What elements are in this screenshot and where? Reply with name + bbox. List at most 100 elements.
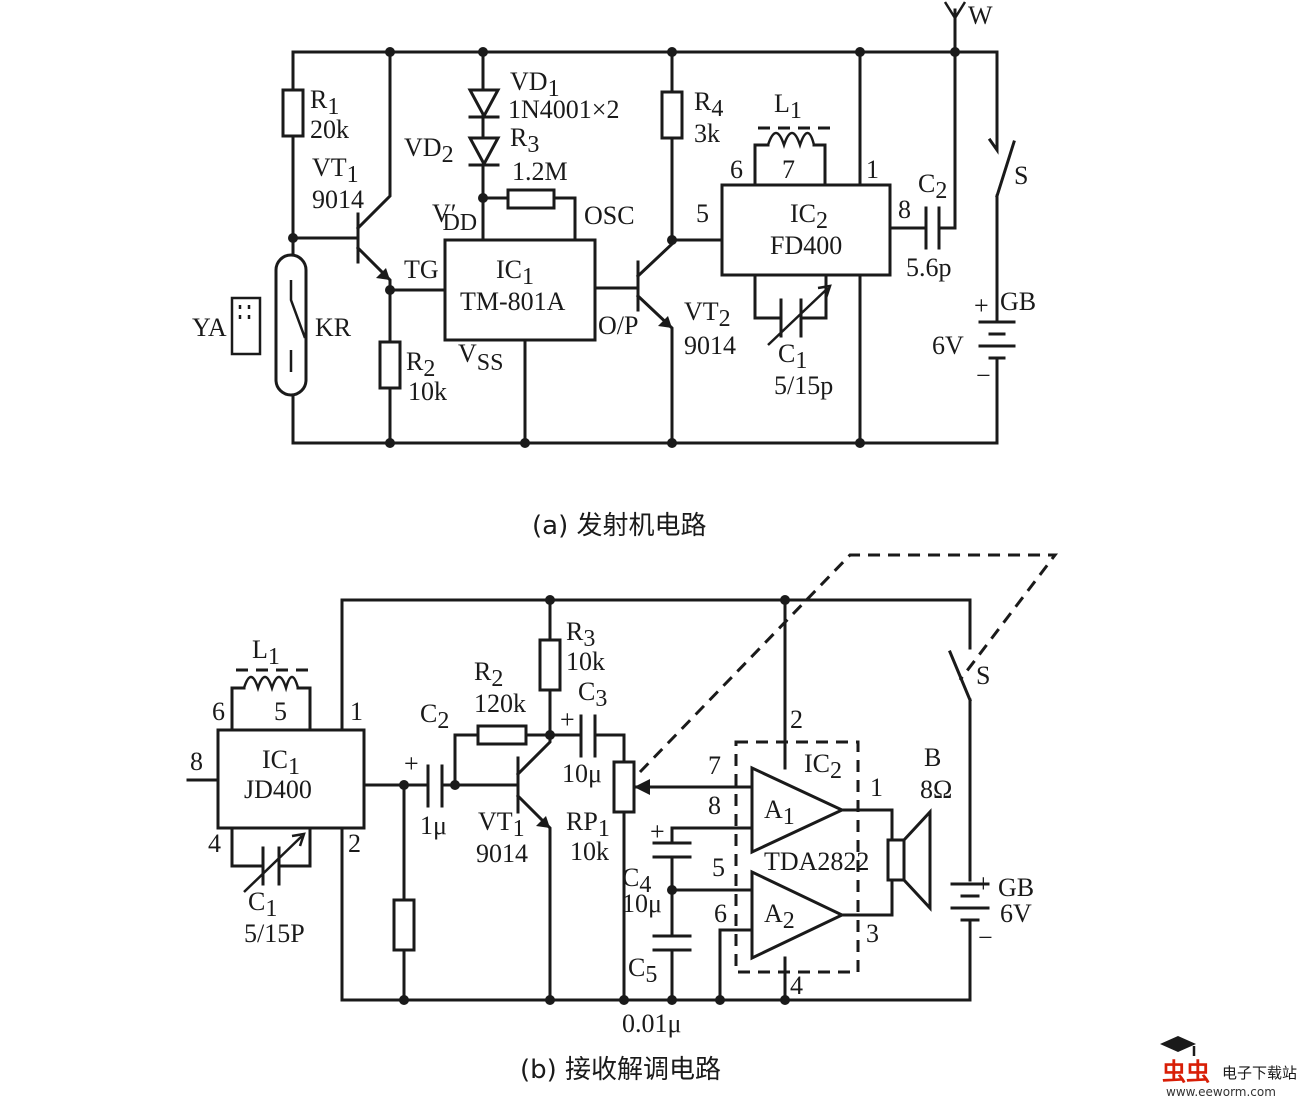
- svg-text:C2: C2: [918, 169, 947, 204]
- rx-c4-sub: 4: [639, 872, 651, 898]
- graduation-cap-icon: [1160, 1036, 1196, 1052]
- rx-caption: (b) 接收解调电路: [520, 1055, 721, 1085]
- tx-kr-reed-switch: [274, 253, 308, 397]
- tx-c2-capacitor: [924, 206, 941, 250]
- tx-osc-label: OSC: [584, 201, 635, 230]
- tx-c1-capacitor: [779, 298, 803, 338]
- rx-r2-value: 120k: [474, 689, 526, 718]
- rx-amp2-sub: 2: [783, 908, 795, 934]
- rx-ic1-chip: [216, 728, 366, 830]
- tx-ic1-sub: 1: [522, 264, 534, 290]
- rx-rp1-potentiometer: [612, 760, 636, 814]
- rx-pin-8: 8: [190, 747, 203, 776]
- tx-battery-value: 6V: [932, 331, 964, 360]
- tx-l1-coil: [766, 131, 816, 149]
- rx-battery-value: 6V: [1000, 899, 1032, 928]
- tx-ic1-chip: [443, 238, 597, 342]
- tx-r3-resistor: [506, 188, 556, 210]
- rx-c3-plus: +: [560, 705, 575, 734]
- tx-vd1-diode: [467, 88, 501, 120]
- rx-rp1-value: 10k: [570, 837, 609, 866]
- transmitter-circuit: W R1 20k VT1 9014 VD1 1N4001×2 R3 1.2M V…: [192, 1, 1036, 541]
- svg-text:IC1: IC1: [496, 255, 534, 290]
- rx-c3-sub: 3: [595, 686, 607, 712]
- rx-c2-capacitor: [426, 764, 444, 808]
- tx-vt2-value: 9014: [684, 331, 736, 360]
- rx-c1-ref: C: [248, 887, 265, 916]
- rx-c5-capacitor: [652, 934, 692, 952]
- rx-ic2-pin-1: 1: [870, 773, 883, 802]
- rx-ic2-pin-7: 7: [708, 751, 721, 780]
- rx-r3-resistor: [538, 638, 562, 692]
- tx-r3-value: 1.2M: [512, 157, 568, 186]
- tx-vt2-sub: 2: [719, 306, 731, 332]
- tx-r1-resistor: [281, 88, 305, 138]
- rx-speaker-value: 8Ω: [920, 775, 952, 804]
- tx-c2-value: 5.6p: [906, 253, 952, 282]
- tx-battery-ref: GB: [1000, 287, 1036, 316]
- tx-r2-ref: R: [406, 347, 424, 376]
- tx-vd1-sub: 1: [548, 76, 560, 102]
- tx-vss-ref: V: [458, 339, 477, 368]
- rx-ic1-ref: IC: [262, 745, 288, 774]
- tx-c1-ref: C: [778, 339, 795, 368]
- rx-battery-ref: GB: [998, 873, 1034, 902]
- rx-c4-value: 10μ: [622, 889, 662, 918]
- svg-text:IC1: IC1: [262, 745, 300, 780]
- tx-ya-magnet: [230, 296, 262, 356]
- svg-text:VT2: VT2: [684, 297, 731, 332]
- svg-text:VT1: VT1: [478, 807, 525, 842]
- rx-pin-1: 1: [350, 697, 363, 726]
- tx-op-label: O/P: [598, 311, 638, 340]
- svg-text:VT1: VT1: [312, 153, 359, 188]
- tx-tg-label: TG: [404, 255, 439, 284]
- svg-text:A2: A2: [764, 899, 795, 934]
- svg-text:VD1: VD1: [510, 67, 560, 102]
- tx-pin-7: 7: [782, 155, 795, 184]
- watermark-brand: 虫虫: [1162, 1058, 1210, 1086]
- rx-ic2-pin-4: 4: [790, 971, 803, 1000]
- tx-pin-8: 8: [898, 195, 911, 224]
- svg-text:C2: C2: [420, 699, 449, 734]
- rx-pin-5: 5: [274, 697, 287, 726]
- rx-ic1-sub: 1: [288, 754, 300, 780]
- tx-r1-ref: R: [310, 85, 328, 114]
- tx-vss-sub: SS: [477, 350, 504, 376]
- rx-c1-value: 5/15P: [244, 919, 305, 948]
- tx-vt1-sub: 1: [347, 162, 359, 188]
- svg-text:IC2: IC2: [790, 199, 828, 234]
- rx-c1-capacitor: [261, 846, 281, 886]
- svg-text:C1: C1: [778, 339, 807, 374]
- rx-c3-value: 10μ: [562, 759, 602, 788]
- svg-text:R4: R4: [694, 87, 723, 122]
- tx-ic2-part: FD400: [770, 231, 842, 260]
- rx-amp2-ref: A: [764, 899, 783, 928]
- rx-ic2-part: TDA2822: [764, 847, 869, 876]
- rx-ic2-pin-5: 5: [712, 853, 725, 882]
- rx-c3-capacitor: [579, 714, 597, 758]
- rx-speaker: [886, 838, 906, 882]
- rx-c4-plus: +: [650, 817, 665, 846]
- tx-c1-value: 5/15p: [774, 371, 833, 400]
- svg-text:A1: A1: [764, 795, 795, 830]
- tx-pin-6: 6: [730, 155, 743, 184]
- rx-r3-value: 10k: [566, 647, 605, 676]
- rx-c5-ref: C: [628, 953, 645, 982]
- rx-ic2-outline: [734, 740, 860, 974]
- rx-c1-sub: 1: [265, 896, 277, 922]
- rx-l1-ref: L: [252, 635, 268, 664]
- tx-c2-ref: C: [918, 169, 935, 198]
- rx-pin-4: 4: [208, 829, 221, 858]
- rx-vt1-ref: VT: [478, 807, 513, 836]
- svg-text:VD2: VD2: [404, 133, 454, 168]
- rx-c5-sub: 5: [645, 962, 657, 988]
- svg-text:R3: R3: [566, 617, 595, 652]
- watermark-text: 电子下载站: [1222, 1064, 1297, 1082]
- rx-switch: [948, 650, 972, 702]
- tx-l1-ref: L: [774, 89, 790, 118]
- tx-vt1-ref: VT: [312, 153, 347, 182]
- tx-c2-sub: 2: [935, 178, 947, 204]
- tx-kr-label: KR: [315, 313, 352, 342]
- tx-vd2-sub: 2: [442, 142, 454, 168]
